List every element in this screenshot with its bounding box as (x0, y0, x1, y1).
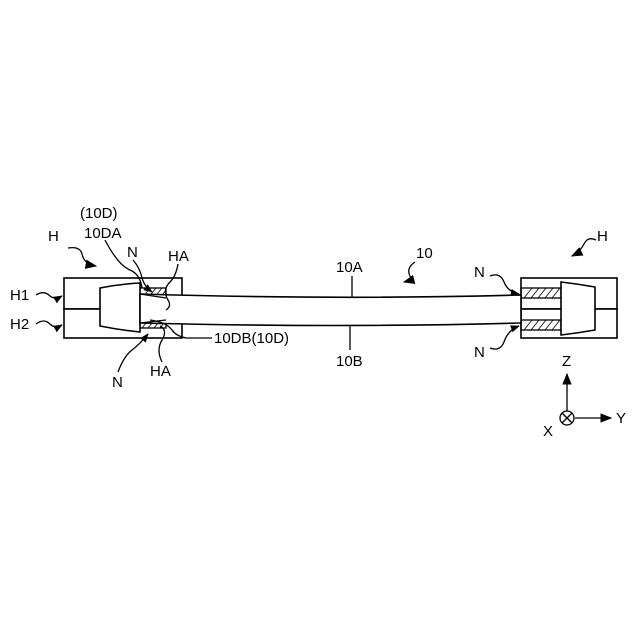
label-h2: H2 (10, 316, 29, 333)
label-axis-y: Y (616, 410, 626, 427)
label-10a: 10A (336, 259, 363, 276)
label-axis-x: X (543, 423, 553, 440)
label-10d-paren: (10D) (80, 205, 118, 222)
right-clamp-block (561, 282, 595, 335)
label-axis-z: Z (562, 353, 571, 370)
label-n-right-top: N (474, 264, 485, 281)
axis-indicator (560, 374, 611, 425)
label-ha-bottom: HA (150, 363, 171, 380)
label-n-top-left: N (127, 244, 138, 261)
label-10db: 10DB(10D) (214, 330, 289, 347)
label-n-bottom-left: N (112, 374, 123, 391)
label-h-right: H (597, 228, 608, 245)
label-h1: H1 (10, 287, 29, 304)
film-10 (140, 294, 521, 326)
left-clamp-block (100, 283, 140, 332)
label-h-left: H (48, 228, 59, 245)
label-ha-top: HA (168, 248, 189, 265)
label-10b: 10B (336, 353, 363, 370)
label-n-right-bottom: N (474, 344, 485, 361)
label-10da: 10DA (84, 225, 122, 242)
label-10: 10 (416, 245, 433, 262)
